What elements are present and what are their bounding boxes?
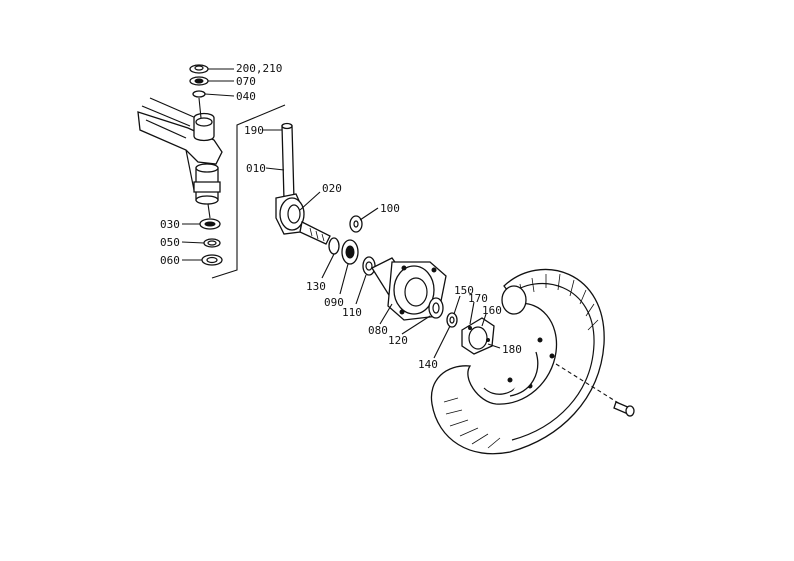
label-190: 190: [244, 124, 264, 137]
label-160: 160: [482, 304, 502, 317]
part-labels: 200,210 070 040 190 010 020 100 030 050 …: [160, 62, 522, 371]
label-100: 100: [380, 202, 400, 215]
label-170: 170: [468, 292, 488, 305]
part-100-washer: [349, 215, 363, 233]
label-040: 040: [236, 90, 256, 103]
top-washer-stack: [189, 64, 209, 119]
label-010: 010: [246, 162, 266, 175]
label-110: 110: [342, 306, 362, 319]
label-180: 180: [502, 343, 522, 356]
kingpin-housing: [193, 163, 221, 205]
lower-bearing-stack: [199, 203, 223, 266]
label-200-210: 200,210: [236, 62, 282, 75]
label-020: 020: [322, 182, 342, 195]
label-060: 060: [160, 254, 180, 267]
wheel-rim: [430, 269, 605, 455]
label-140: 140: [418, 358, 438, 371]
label-150: 150: [454, 284, 474, 297]
label-120: 120: [388, 334, 408, 347]
label-050: 050: [160, 236, 180, 249]
wheel-bolt: [555, 363, 635, 417]
leader-lines: [181, 68, 501, 359]
label-030: 030: [160, 218, 180, 231]
label-130: 130: [306, 280, 326, 293]
label-070: 070: [236, 75, 256, 88]
outer-bearing: [428, 297, 444, 319]
inner-bearings: [328, 237, 376, 276]
steering-knuckle: [275, 122, 331, 245]
label-090: 090: [324, 296, 344, 309]
axle-nut: [446, 312, 458, 328]
assembly-bracket: [211, 104, 286, 279]
label-080: 080: [368, 324, 388, 337]
hub-cap: [461, 317, 495, 355]
axle-beam: [137, 97, 223, 191]
